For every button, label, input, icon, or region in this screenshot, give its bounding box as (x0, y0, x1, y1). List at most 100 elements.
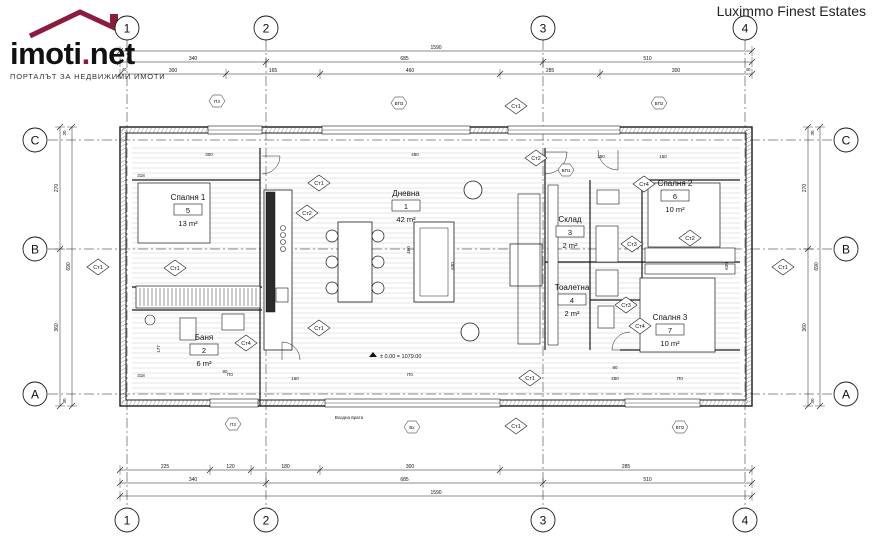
kitchen-counter-dark (265, 191, 276, 313)
tag-vertical-window-shape (557, 163, 575, 177)
axis-bubble-top-4-label: 4 (742, 22, 749, 36)
sofa (413, 221, 455, 303)
interior-dim-5: 177 (156, 345, 161, 353)
wall-hatch-top (188, 126, 193, 134)
dim-left-total-label-0: 690 (66, 262, 72, 271)
imoti-logo[interactable]: imoti.net ПОРТАЛЪТ ЗА НЕДВИЖИМИ ИМОТИ (8, 8, 168, 86)
wall-hatch-left (119, 327, 127, 332)
wall-hatch-left (119, 399, 127, 404)
wall-hatch-top (292, 126, 297, 134)
wall-hatch-top (192, 126, 197, 134)
tag-st1-left-label: Ст1 (93, 265, 103, 271)
wall-hatch-right (745, 219, 753, 224)
wall-hatch-left (119, 311, 127, 316)
wall-hatch-right (745, 347, 753, 352)
wall-hatch-bottom (200, 399, 205, 407)
wall-hatch-top (140, 126, 145, 134)
wall-hatch-top (692, 126, 697, 134)
wall-hatch-bottom (308, 399, 313, 407)
wall-hatch-top (288, 126, 293, 134)
wall-hatch-left (119, 171, 127, 176)
wall-hatch-top (120, 126, 125, 134)
tag-st1-living-1-shape (307, 174, 331, 192)
tag-st4-a-shape (628, 317, 652, 335)
wall-hatch-left (119, 343, 127, 348)
dim-top-small-right: 40 (745, 67, 751, 72)
wall-hatch-right (745, 163, 753, 168)
wall-hatch-top (304, 126, 309, 134)
wall-hatch-left (119, 211, 127, 216)
interior-dim-2: 480 (411, 152, 419, 157)
wall-hatch-left (119, 375, 127, 380)
wall-hatch-bottom (608, 399, 613, 407)
axis-bubble-right-C-label: C (842, 134, 851, 148)
room-area-2: 2 m² (563, 241, 579, 250)
tag-st4-b-shape (234, 334, 258, 352)
interior-dim-11: 630 (450, 262, 455, 270)
wall-hatch-left (119, 243, 127, 248)
dim-right-segments-label-1: 360 (802, 323, 808, 332)
wall-hatch-top (664, 126, 669, 134)
wall-hatch-left (119, 135, 127, 140)
axis-bubble-right-A-circle (833, 381, 859, 407)
dim-left-edge-bottom: 30 (62, 398, 67, 404)
wall-hatch-right (745, 239, 753, 244)
armchair-top (463, 180, 483, 200)
wall-hatch-right (745, 175, 753, 180)
dim-top-sub-label-2: 460 (406, 68, 415, 74)
room-area-6: 10 m² (660, 339, 680, 348)
wall-hatch-right (745, 367, 753, 372)
wall-hatch-left (119, 379, 127, 384)
room-number-0: 5 (186, 206, 190, 215)
wall-hatch-top (672, 126, 677, 134)
wall-hatch-top (172, 126, 177, 134)
wall-hatch-bottom (708, 399, 713, 407)
wall-hatch-bottom (164, 399, 169, 407)
room-number-box-6 (655, 323, 685, 336)
wall-hatch-left (119, 347, 127, 352)
wall-hatch-top (636, 126, 641, 134)
tag-st1-top-shape (504, 97, 528, 115)
wall-hatch-left (119, 351, 127, 356)
axis-bubble-right-C-circle (833, 127, 859, 153)
dim-bottom-sub-label-1: 120 (226, 464, 235, 470)
room-number-4: 2 (202, 346, 206, 355)
wall-hatch-top (724, 126, 729, 134)
wall-hatch-right (745, 159, 753, 164)
wall-hatch-top (280, 126, 285, 134)
wall-hatch-top (624, 126, 629, 134)
dim-bottom-sub-label-4: 285 (622, 464, 631, 470)
wall-hatch-top (196, 126, 201, 134)
wall-hatch-right (745, 343, 753, 348)
wall-hatch-left (119, 235, 127, 240)
room-number-box-4 (189, 343, 219, 356)
wall-hatch-right (745, 371, 753, 376)
axis-bubble-bottom-2-label: 2 (263, 514, 270, 528)
wall-hatch-bottom (300, 399, 305, 407)
interior-dim-3: 460 (406, 246, 411, 254)
interior-dim-0: 300 (205, 152, 213, 157)
wall-hatch-left (119, 307, 127, 312)
wall-hatch-bottom (312, 399, 317, 407)
wall-hatch-left (119, 127, 127, 132)
door-swing-0 (261, 155, 281, 175)
interior-dim-13: 160 (291, 376, 299, 381)
wall-hatch-right (745, 207, 753, 212)
level-mark: ± 0.00 = 1079.00 (380, 354, 421, 360)
wall-hatch-top (184, 126, 189, 134)
wall-hatch-top (740, 126, 745, 134)
entrance-label: Входна врата (335, 415, 364, 420)
wall-hatch-top (700, 126, 705, 134)
dining-chair-right-1 (371, 255, 385, 269)
tag-st3-b-shape (614, 296, 638, 314)
interior-dim-12: 630 (724, 262, 729, 270)
bed-bedroom-3 (639, 277, 716, 353)
wall-hatch-left (119, 179, 127, 184)
axis-bubble-top-2-circle (253, 15, 279, 41)
wall-hatch-right (745, 139, 753, 144)
axis-bubble-top-1-label: 1 (124, 22, 131, 36)
wall-hatch-right (745, 331, 753, 336)
wall-hatch-right (745, 199, 753, 204)
wall-hatch-top (476, 126, 481, 134)
toilet-bathroom (179, 317, 197, 341)
